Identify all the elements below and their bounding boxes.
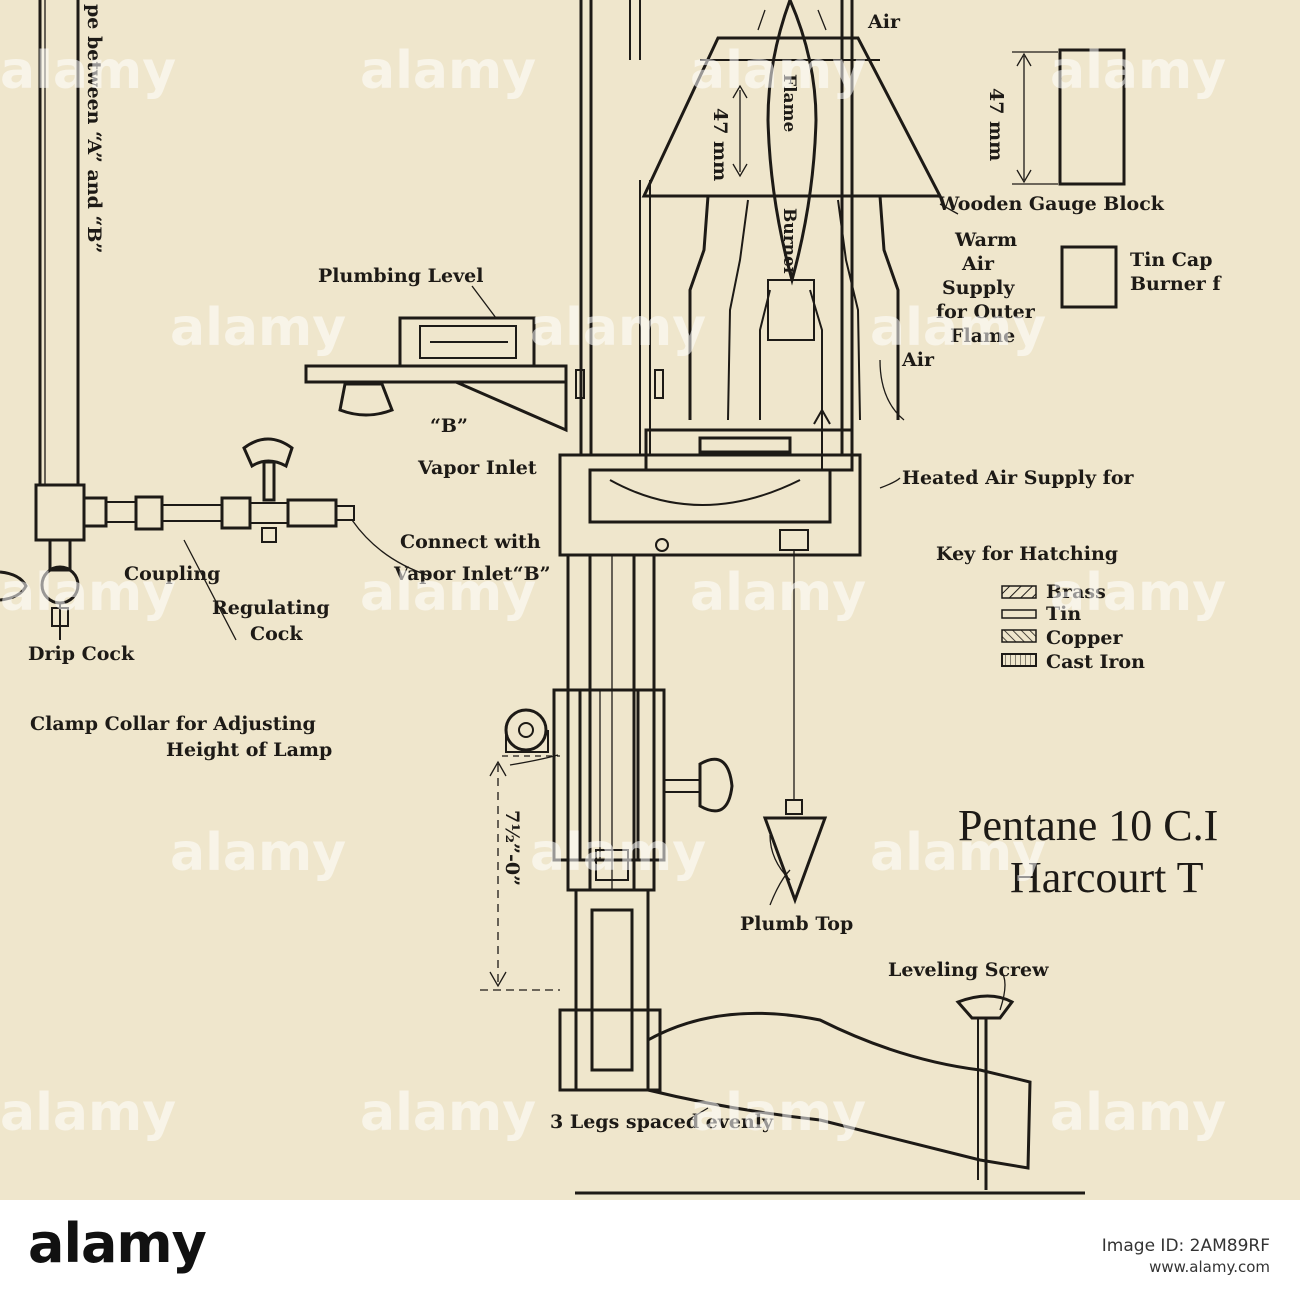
label-clamp-collar: Clamp Collar for Adjusting xyxy=(30,713,316,735)
label-cock: Cock xyxy=(250,623,303,645)
label-key-tin: Tin xyxy=(1046,603,1081,625)
lamp-column xyxy=(504,0,1085,1195)
label-air-low: Air xyxy=(901,349,935,371)
alamy-logo[interactable]: alamy xyxy=(28,1212,207,1275)
stock-footer-bar: alamy Image ID: 2AM89RF www.alamy.com xyxy=(0,1200,1300,1293)
svg-text:alamy: alamy xyxy=(360,1083,536,1143)
svg-text:alamy: alamy xyxy=(530,823,706,883)
leader-lines xyxy=(509,477,1006,1121)
label-warm: Warm xyxy=(954,229,1017,251)
label-legs: 3 Legs spaced evenly xyxy=(550,1111,774,1133)
label-drip-cock: Drip Cock xyxy=(28,643,135,665)
plumb-bob xyxy=(762,550,828,905)
title-line-2: Harcourt T xyxy=(1010,853,1204,902)
label-key-title: Key for Hatching xyxy=(936,543,1118,565)
label-supply: Supply xyxy=(942,277,1015,299)
pentane-lamp-diagram: Air 47 mm 47 mm Flame Burner Wooden Gaug… xyxy=(0,0,1226,1195)
svg-text:alamy: alamy xyxy=(530,298,706,358)
gauge-block-group xyxy=(879,48,1126,421)
svg-text:alamy: alamy xyxy=(1050,563,1226,623)
label-connect-with: Connect with xyxy=(400,531,541,553)
label-flame-w: Flame xyxy=(950,325,1015,347)
label-key-brass: Brass xyxy=(1046,581,1106,603)
svg-text:alamy: alamy xyxy=(870,298,1046,358)
svg-text:alamy: alamy xyxy=(0,41,176,101)
label-regulating: Regulating xyxy=(212,597,330,619)
hatching-key xyxy=(1001,585,1037,667)
site-url[interactable]: www.alamy.com xyxy=(1149,1258,1270,1276)
image-id: Image ID: 2AM89RF xyxy=(1101,1236,1270,1256)
label-mm-flame: 47 mm xyxy=(709,108,731,181)
svg-text:alamy: alamy xyxy=(170,823,346,883)
label-pipe-between: pe between “A” and “B” xyxy=(83,4,105,253)
label-mm-block: 47 mm xyxy=(985,88,1007,161)
svg-text:alamy: alamy xyxy=(870,823,1046,883)
label-key-copper: Copper xyxy=(1046,627,1123,649)
label-coupling: Coupling xyxy=(124,563,220,585)
label-b-mark: “B” xyxy=(430,415,468,437)
connecting-pipe xyxy=(38,0,80,485)
watermark-layer: alamy alamy alamy alamy alamy alamy alam… xyxy=(0,41,1226,1143)
label-vapor-inlet-b: Vapor Inlet“B” xyxy=(393,563,551,585)
label-air-top: Air xyxy=(867,11,901,33)
label-heated-air: Heated Air Supply for xyxy=(902,467,1135,489)
coupling-assembly xyxy=(0,437,431,641)
svg-text:alamy: alamy xyxy=(360,563,536,623)
label-wooden-gauge-block: Wooden Gauge Block xyxy=(937,193,1165,215)
label-height-of-lamp: Height of Lamp xyxy=(166,739,332,761)
label-key-cast-iron: Cast Iron xyxy=(1046,651,1145,673)
label-for-outer: for Outer xyxy=(936,301,1036,323)
label-vapor-inlet: Vapor Inlet xyxy=(417,457,537,479)
svg-text:alamy: alamy xyxy=(690,41,866,101)
svg-text:alamy: alamy xyxy=(170,298,346,358)
label-tin-cap: Tin Cap xyxy=(1130,249,1213,271)
svg-text:alamy: alamy xyxy=(1050,1083,1226,1143)
label-flame: Flame xyxy=(779,74,799,133)
svg-text:alamy: alamy xyxy=(360,41,536,101)
svg-text:alamy: alamy xyxy=(0,1083,176,1143)
height-dimension xyxy=(480,755,560,991)
svg-text:alamy: alamy xyxy=(1050,41,1226,101)
label-burner-f: Burner f xyxy=(1130,273,1222,295)
label-plumbing-level: Plumbing Level xyxy=(318,265,483,287)
svg-text:alamy: alamy xyxy=(690,563,866,623)
label-leveling-screw: Leveling Screw xyxy=(888,959,1049,981)
svg-text:alamy: alamy xyxy=(0,563,176,623)
label-plumb-top: Plumb Top xyxy=(740,913,853,935)
svg-text:alamy: alamy xyxy=(690,1083,866,1143)
plumbing-level xyxy=(304,285,568,433)
label-burner: Burner xyxy=(779,208,799,277)
label-dimension: 7½”-0” xyxy=(501,810,523,886)
title-line-1: Pentane 10 C.I xyxy=(958,801,1218,850)
label-air-w: Air xyxy=(961,253,995,275)
